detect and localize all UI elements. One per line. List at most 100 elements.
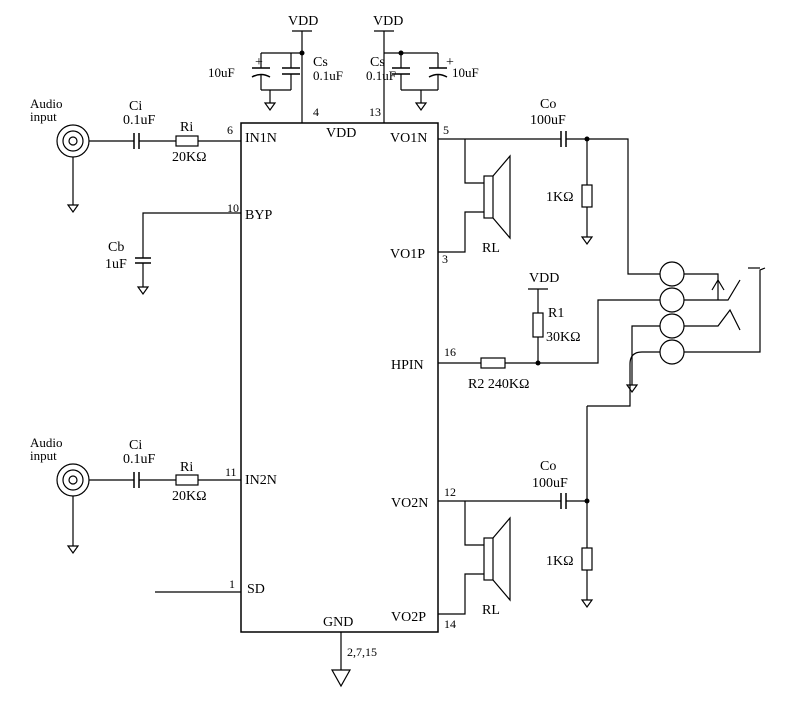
audio-input-jack-2 (56, 463, 90, 497)
speaker-rl-top-icon (483, 154, 511, 240)
wire (631, 325, 660, 385)
r1k-top-label: 1KΩ (546, 190, 574, 205)
ground-icon (414, 102, 428, 112)
wire (587, 351, 660, 407)
ci-2-value: 0.1uF (123, 452, 156, 467)
pin-number-vdd-b: 13 (369, 105, 381, 119)
pin-number-vo2p: 14 (444, 617, 456, 631)
co-2-value: 100uF (532, 476, 568, 491)
cb-value: 1uF (105, 257, 127, 272)
wire (505, 299, 660, 364)
capacitor-10uf-left (251, 67, 271, 78)
audio-input-1-label-a: Audio (30, 96, 63, 111)
vdd-left-label: VDD (288, 14, 318, 29)
r1-value: 30KΩ (546, 330, 581, 345)
r1-name: R1 (548, 306, 564, 321)
pin-label-vdd: VDD (326, 126, 356, 141)
resistor-r2 (480, 357, 506, 369)
ri-2-name: Ri (180, 460, 193, 475)
co-2-name: Co (540, 459, 556, 474)
capacitor-10uf-right (428, 67, 448, 78)
audio-input-1-label-b: input (30, 109, 57, 124)
pin-number-vo1p: 3 (442, 252, 448, 266)
audio-input-2-label-b: input (30, 448, 57, 463)
pin-label-vo2p: VO2P (391, 610, 426, 625)
ri-1-value: 20KΩ (172, 150, 207, 165)
cs-left-name: Cs (313, 55, 328, 70)
ground-icon (580, 236, 594, 246)
pin-number-vo1n: 5 (443, 123, 449, 137)
ci-1-name: Ci (129, 99, 142, 114)
junction-dot (584, 498, 590, 504)
plus-right: + (446, 55, 454, 70)
r1k-bottom-label: 1KΩ (546, 554, 574, 569)
resistor-1k-top (581, 184, 593, 208)
rl-top-label: RL (482, 241, 500, 256)
speaker-rl-bottom-icon (483, 516, 511, 602)
ci-2-name: Ci (129, 438, 142, 453)
capacitor-co-2 (560, 493, 567, 509)
wire (142, 212, 241, 258)
pin-label-vo1n: VO1N (390, 131, 427, 146)
wire (438, 211, 484, 253)
vdd-r1-label: VDD (529, 271, 559, 286)
pin-label-sd: SD (247, 582, 265, 597)
ci-1-value: 0.1uF (123, 113, 156, 128)
ground-icon (66, 204, 80, 214)
vdd-right-label: VDD (373, 14, 403, 29)
resistor-r1 (532, 312, 544, 338)
pin-label-in1n: IN1N (245, 131, 277, 146)
r2-label: R2 240KΩ (468, 377, 529, 392)
ground-icon (263, 102, 277, 112)
cs-left-value: 0.1uF (313, 68, 343, 83)
pin-number-hpin: 16 (444, 345, 456, 359)
capacitor-cs-left (282, 67, 300, 75)
capacitor-ci-1 (133, 133, 140, 149)
pin-number-gnd: 2,7,15 (347, 645, 377, 659)
junction-dot (299, 50, 305, 56)
resistor-1k-bottom (581, 547, 593, 571)
wire (566, 138, 660, 275)
audio-input-jack-1 (56, 124, 90, 158)
wire (438, 573, 484, 615)
co-1-value: 100uF (530, 113, 566, 128)
capacitor-cb (135, 257, 151, 264)
ground-icon (580, 599, 594, 609)
ri-1-name: Ri (180, 120, 193, 135)
headphone-jack-icon (659, 261, 766, 365)
pin-number-vo2n: 12 (444, 485, 456, 499)
capacitor-ci-2 (133, 472, 140, 488)
audio-input-2-label-a: Audio (30, 435, 63, 450)
c10u-left-label: 10uF (208, 65, 235, 80)
wire (464, 501, 484, 546)
pin-number-in1n: 6 (227, 123, 233, 137)
cb-name: Cb (108, 240, 124, 255)
pin-number-sd: 1 (229, 577, 235, 591)
rl-bottom-label: RL (482, 603, 500, 618)
capacitor-co-1 (560, 131, 567, 147)
cs-right-value: 0.1uF (366, 68, 396, 83)
ground-icon (136, 286, 150, 296)
ground-icon (330, 669, 352, 688)
pin-label-vo2n: VO2N (391, 496, 428, 511)
pin-number-in2n: 11 (225, 465, 237, 479)
co-1-name: Co (540, 97, 556, 112)
pin-number-vdd-a: 4 (313, 105, 319, 119)
pin-number-byp: 10 (227, 201, 239, 215)
pin-label-in2n: IN2N (245, 473, 277, 488)
cs-right-name: Cs (370, 55, 385, 70)
pin-label-byp: BYP (245, 208, 272, 223)
ri-2-value: 20KΩ (172, 489, 207, 504)
resistor-ri-1 (175, 135, 199, 147)
pin-label-hpin: HPIN (391, 358, 424, 373)
c10u-right-label: 10uF (452, 65, 479, 80)
pin-label-gnd: GND (323, 615, 353, 630)
ground-icon (625, 384, 639, 394)
ground-icon (66, 545, 80, 555)
pin-label-vo1p: VO1P (390, 247, 425, 262)
resistor-ri-2 (175, 474, 199, 486)
wire (464, 139, 484, 184)
plus-left: + (255, 55, 263, 70)
amplifier-ic-body (240, 122, 439, 633)
